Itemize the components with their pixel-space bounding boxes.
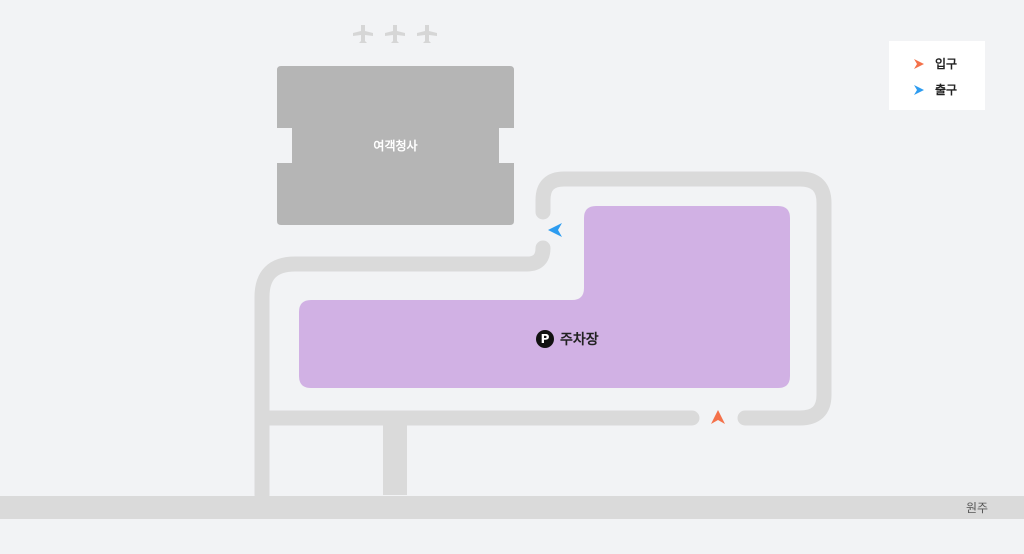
roads	[254, 171, 832, 503]
main-road	[0, 496, 1024, 519]
legend-label: 출구	[935, 83, 958, 97]
entrance-arrow-icon	[914, 58, 924, 69]
legend: 입구 출구	[889, 41, 985, 110]
airplane-icon	[417, 25, 437, 43]
parking-label[interactable]: P 주차장	[536, 329, 599, 349]
road-label: 원주	[966, 501, 989, 515]
entrance-arrow-icon	[711, 410, 725, 424]
airplane-icon	[385, 25, 405, 43]
parking-badge-icon: P	[536, 330, 554, 348]
legend-item-exit: 출구	[913, 81, 957, 98]
legend-item-entrance: 입구	[913, 55, 957, 72]
airplane-icon	[353, 25, 373, 43]
parking-label-text: 주차장	[560, 332, 599, 348]
terminal-label: 여객청사	[373, 139, 418, 153]
exit-arrow-icon	[914, 84, 924, 95]
exit-arrow-icon	[548, 223, 562, 237]
airplane-icons	[353, 25, 437, 43]
road-inner	[254, 240, 551, 503]
terminal-building	[277, 66, 514, 225]
parking-area	[299, 206, 790, 388]
legend-label: 입구	[935, 57, 958, 71]
road-loop	[535, 171, 832, 426]
